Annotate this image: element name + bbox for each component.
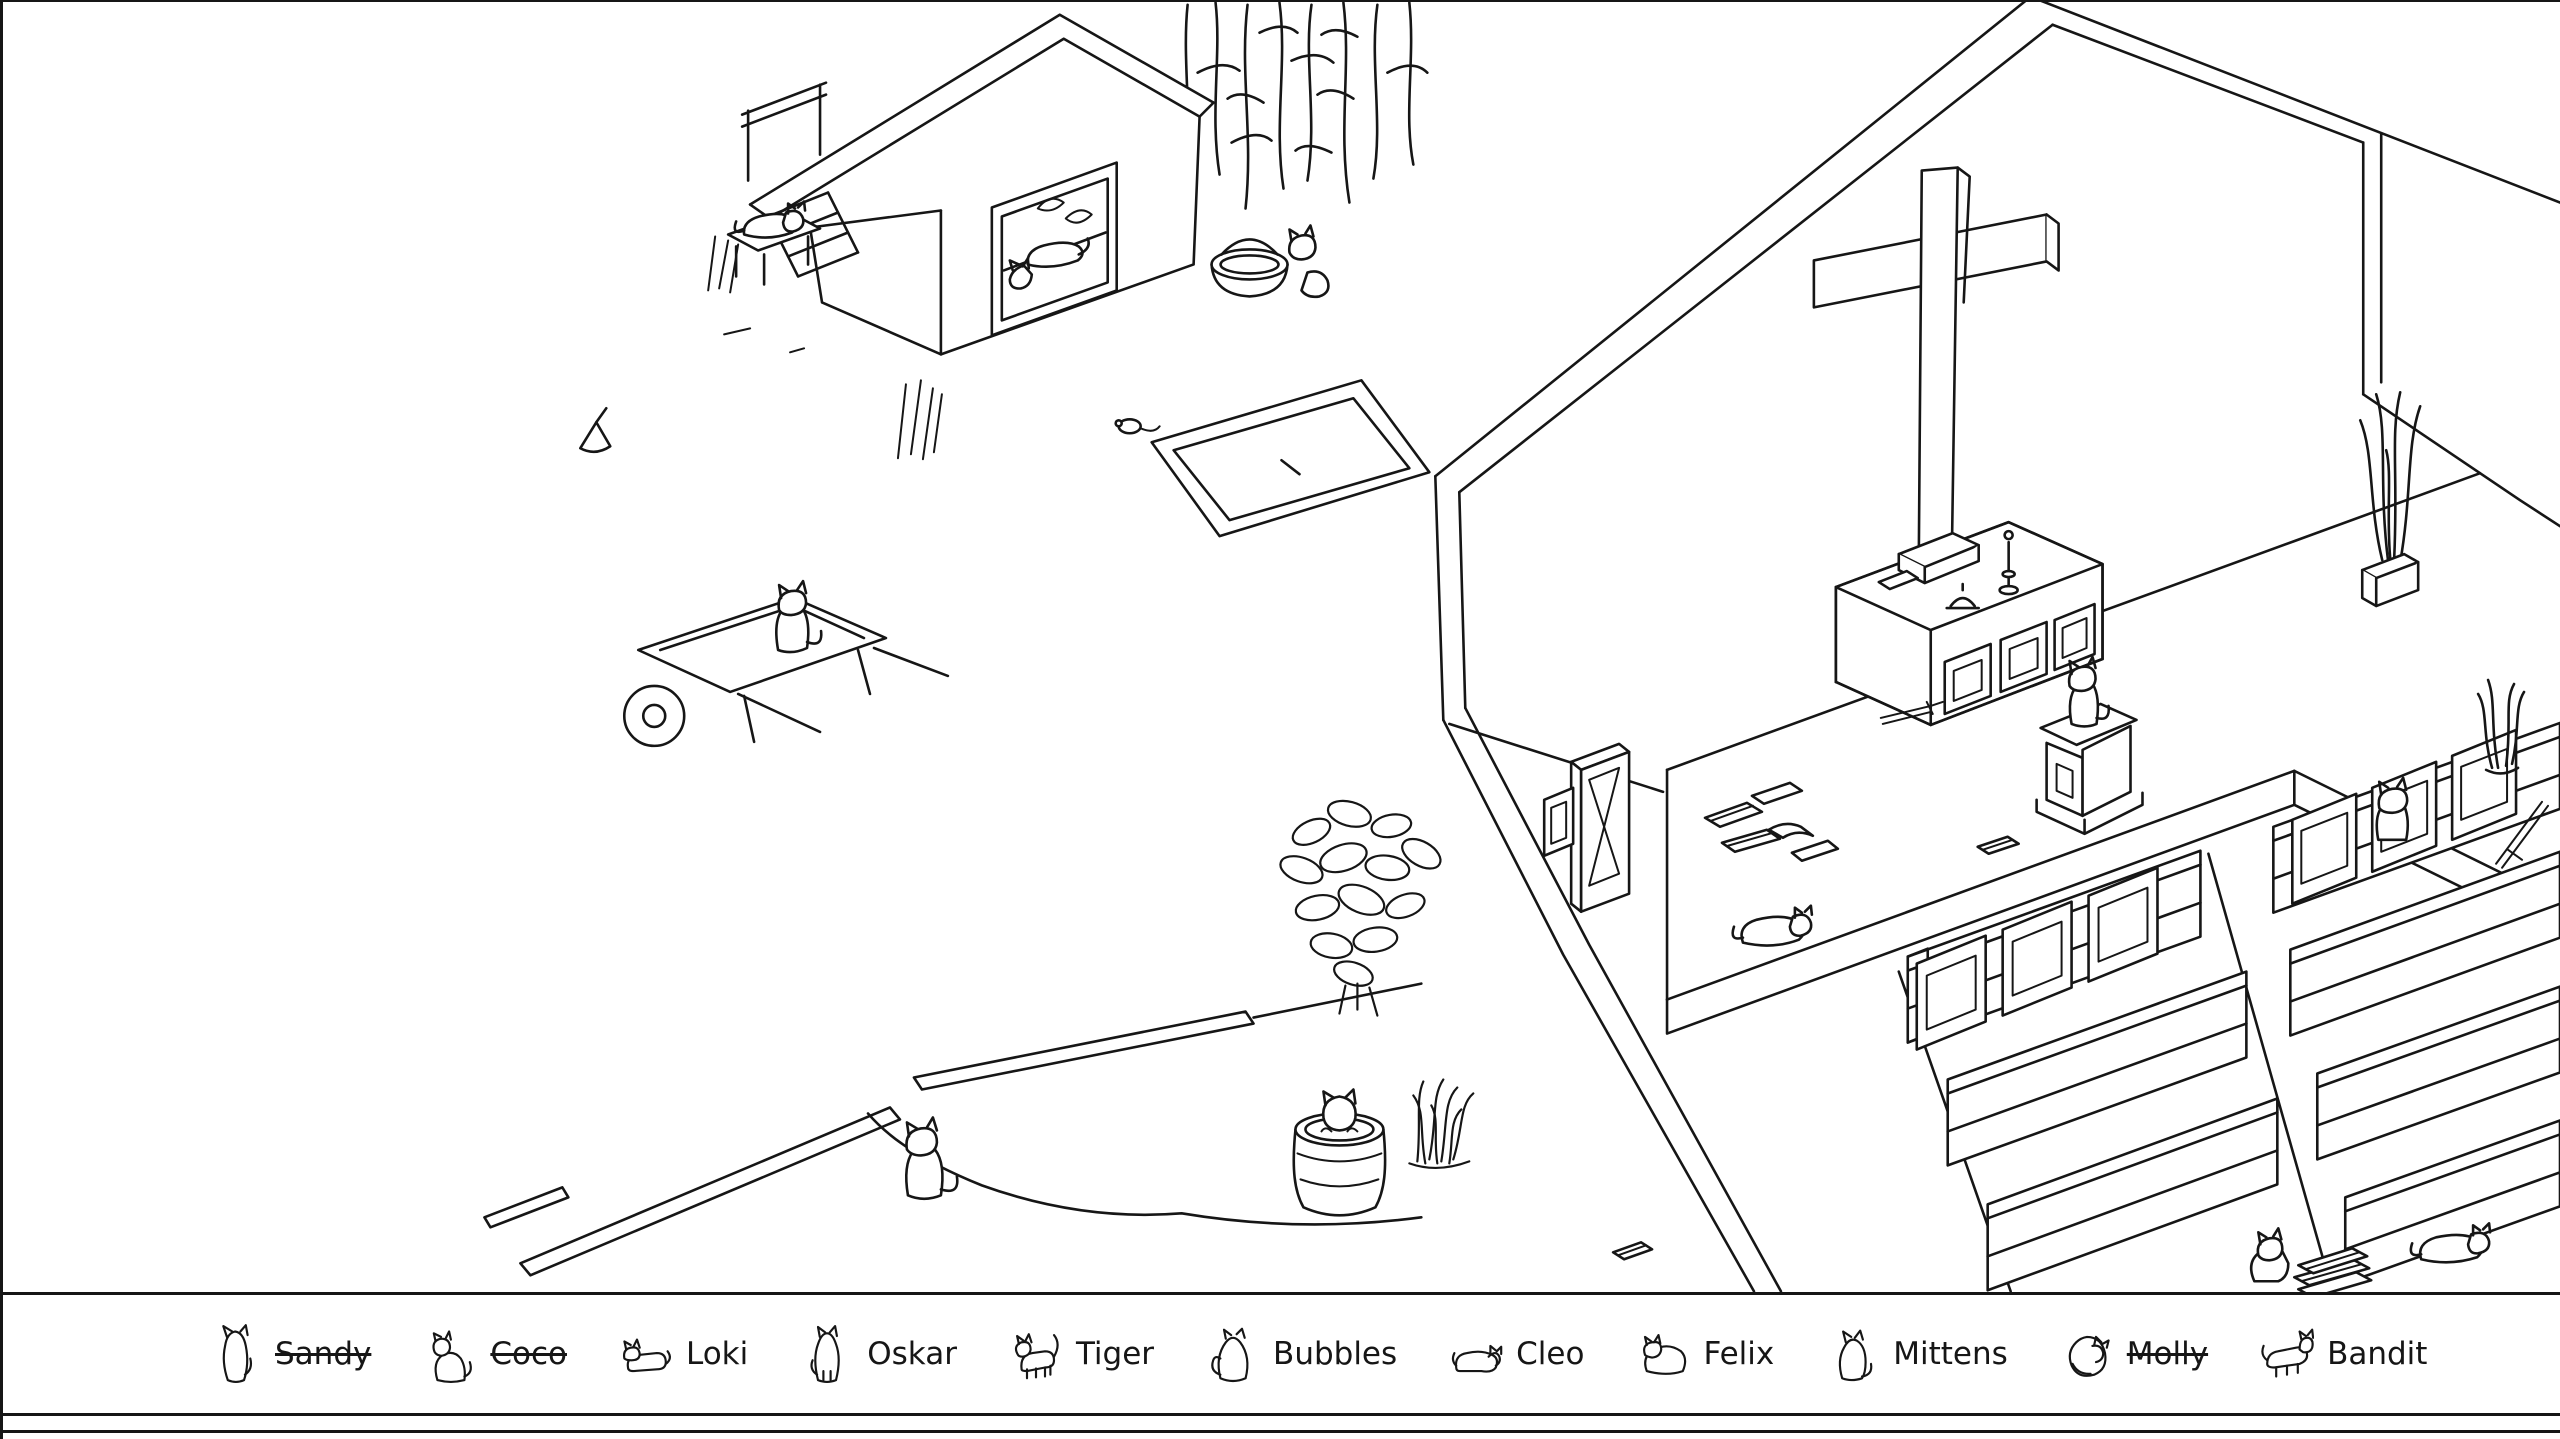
tray-item-loki: Loki bbox=[619, 1322, 748, 1386]
bush bbox=[1279, 799, 1442, 1017]
cat-on-wheelbarrow[interactable] bbox=[775, 579, 823, 654]
bottom-strip bbox=[3, 1430, 2560, 1439]
dagger bbox=[1879, 700, 1944, 725]
cat-name-label: Mittens bbox=[1893, 1336, 2008, 1372]
scene-canvas bbox=[483, 2, 2560, 1292]
pews-right bbox=[2272, 721, 2560, 1285]
cat-lying-by-pew[interactable] bbox=[2409, 1222, 2492, 1264]
cat-on-table[interactable] bbox=[733, 200, 807, 239]
dropped-book bbox=[1611, 1241, 1654, 1261]
cross bbox=[1812, 166, 2060, 566]
cat-on-path[interactable] bbox=[905, 1116, 959, 1201]
grass-tuft bbox=[1408, 1078, 1475, 1169]
cat-walking-icon bbox=[1009, 1322, 1063, 1386]
pews-left bbox=[1906, 849, 2279, 1292]
altar bbox=[1834, 520, 2104, 727]
basket bbox=[1210, 238, 1289, 298]
cat-sitting-tail-icon bbox=[1826, 1322, 1880, 1386]
cat-name-label: Tiger bbox=[1075, 1336, 1155, 1372]
mouse bbox=[1114, 417, 1161, 435]
cat-standing-icon bbox=[208, 1322, 262, 1386]
cat-name-label: Coco bbox=[490, 1336, 567, 1372]
cat-curled-icon bbox=[2060, 1322, 2114, 1386]
cat-lying-icon bbox=[619, 1322, 673, 1386]
cat-stretching-icon bbox=[2260, 1322, 2314, 1386]
tray-item-bubbles: Bubbles bbox=[1206, 1322, 1397, 1386]
cat-on-pulpit[interactable] bbox=[2067, 655, 2111, 728]
cat-name-label: Felix bbox=[1703, 1336, 1775, 1372]
small-plant bbox=[2476, 678, 2526, 775]
tray-item-sandy: Sandy bbox=[208, 1322, 371, 1386]
tray-item-oskar: Oskar bbox=[800, 1322, 957, 1386]
confessional-screen bbox=[1542, 742, 1631, 913]
corn-stalks bbox=[1184, 2, 1429, 210]
tray-item-coco: Coco bbox=[423, 1322, 567, 1386]
cat-name-label: Molly bbox=[2126, 1336, 2209, 1372]
garden-paths bbox=[483, 982, 1423, 1277]
cat-name-label: Bubbles bbox=[1273, 1336, 1398, 1372]
tray-item-cleo: Cleo bbox=[1449, 1322, 1584, 1386]
cat-tray: Sandy Coco Loki Oskar Tiger Bubbles Cleo bbox=[3, 1292, 2560, 1416]
tray-item-bandit: Bandit bbox=[2260, 1322, 2427, 1386]
cat-name-label: Oskar bbox=[867, 1336, 957, 1372]
cat-name-label: Cleo bbox=[1516, 1336, 1585, 1372]
tray-item-tiger: Tiger bbox=[1009, 1322, 1154, 1386]
garden-tool bbox=[579, 406, 612, 454]
books-stack bbox=[2293, 1246, 2373, 1292]
tray-item-molly: Molly bbox=[2060, 1322, 2208, 1386]
cat-by-books[interactable] bbox=[2249, 1227, 2290, 1283]
cat-sitting-tall-icon bbox=[800, 1322, 854, 1386]
cat-on-platform-edge[interactable] bbox=[1731, 904, 1814, 947]
cat-sleeping-icon bbox=[1449, 1322, 1503, 1386]
cat-loaf-icon bbox=[1636, 1322, 1690, 1386]
cat-in-pot[interactable] bbox=[1320, 1088, 1359, 1133]
cellar-hatch bbox=[1150, 379, 1431, 538]
wall-sword bbox=[2495, 800, 2550, 869]
planter-pot bbox=[1292, 1112, 1387, 1217]
cat-sitting-side-icon bbox=[423, 1322, 477, 1386]
tray-item-mittens: Mittens bbox=[1826, 1322, 2008, 1386]
wheelbarrow bbox=[622, 596, 950, 748]
cat-name-label: Bandit bbox=[2327, 1336, 2428, 1372]
cat-in-doorway[interactable] bbox=[1008, 237, 1090, 290]
tall-plant bbox=[2358, 391, 2422, 608]
tray-item-felix: Felix bbox=[1636, 1322, 1774, 1386]
cat-sitting-back-icon bbox=[1206, 1322, 1260, 1386]
cat-name-label: Loki bbox=[685, 1336, 749, 1372]
cat-behind-basket[interactable] bbox=[1287, 224, 1330, 299]
scattered-books bbox=[1703, 781, 2020, 863]
cat-on-right-pew[interactable] bbox=[2375, 776, 2410, 842]
cat-name-label: Sandy bbox=[275, 1336, 372, 1372]
